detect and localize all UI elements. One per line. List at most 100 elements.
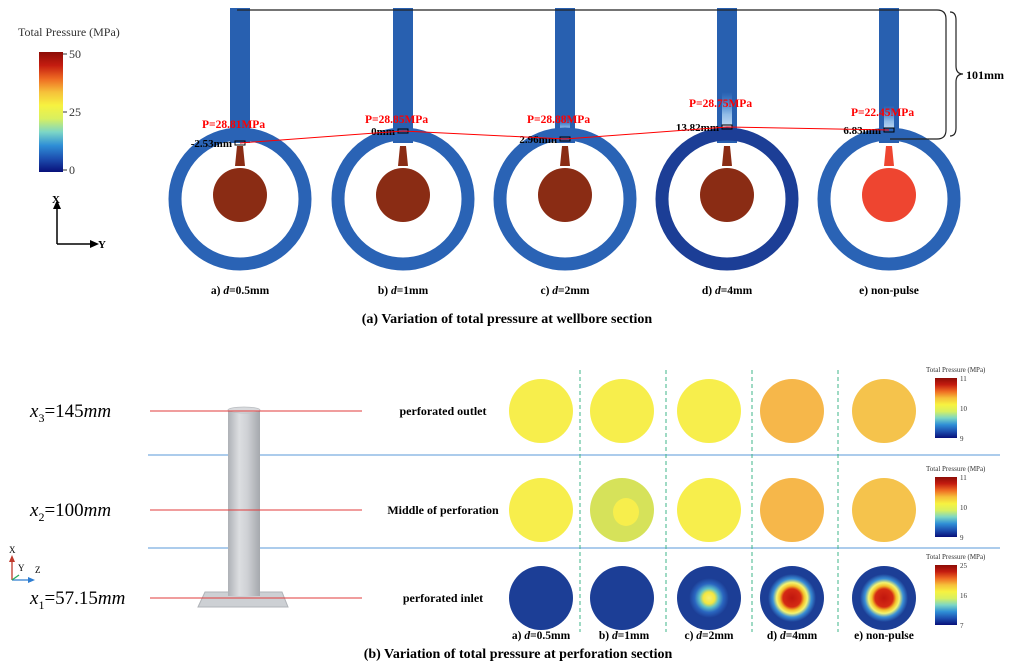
section-row: x1=57.15mm perforated inlet Total Pressure… <box>29 553 986 630</box>
legend-tick-max: 50 <box>69 47 81 61</box>
pressure-label: P=28.75MPa <box>689 98 752 110</box>
section-label: perforated inlet <box>403 591 483 605</box>
case-label: e) non-pulse <box>859 285 919 297</box>
caption-b: (b) Variation of total pressure at perfo… <box>364 647 673 662</box>
row-legend-colorbar <box>935 477 957 537</box>
case-label-b: a) d=0.5mm <box>512 630 571 642</box>
wellbore-case: P=28.75MPa 13.82mm d) d=4mm <box>655 8 799 297</box>
axis-triad-a: X Y <box>52 194 106 251</box>
axis-y-label: Y <box>98 239 106 251</box>
offset-label: 13.82mm <box>676 122 719 134</box>
perforation-channel <box>555 8 575 143</box>
wellbore <box>376 168 430 222</box>
section-position: x1=57.15mm <box>29 588 125 612</box>
case-label-b: e) non-pulse <box>854 630 914 642</box>
pressure-connector-line <box>239 126 890 144</box>
perforation-channel <box>230 8 250 143</box>
row-legend-title: Total Pressure (MPa) <box>926 366 986 374</box>
casing-ring <box>817 127 961 271</box>
panel-b-case-labels: a) d=0.5mm b) d=1mm c) d=2mm d) d=4mm e) non… <box>512 630 914 642</box>
row-legend-tick: 25 <box>960 562 968 570</box>
section-position: x2=100mm <box>29 500 111 524</box>
cross-section <box>852 478 916 542</box>
panel-a: Total Pressure (MPa) 50 25 0 X Y P=28.81… <box>18 8 1004 327</box>
row-legend-title: Total Pressure (MPa) <box>926 553 986 561</box>
pressure-label: P=28.85MPa <box>365 114 428 126</box>
perforation-tunnel <box>398 146 408 166</box>
case-label-b: b) d=1mm <box>599 630 650 642</box>
row-legend-tick: 11 <box>960 474 967 482</box>
perforation-tunnel <box>884 146 894 166</box>
case-label: b) d=1mm <box>378 285 429 297</box>
height-brace <box>949 11 964 137</box>
section-label: Middle of perforation <box>387 503 499 517</box>
row-legend-colorbar <box>935 565 957 625</box>
wellbore <box>538 168 592 222</box>
row-legend-colorbar <box>935 378 957 438</box>
cross-section <box>852 566 916 630</box>
cross-section <box>760 566 824 630</box>
cross-section <box>509 566 573 630</box>
wellbore <box>862 168 916 222</box>
axis-x-label-b: X <box>9 545 16 555</box>
case-label-b: c) d=2mm <box>684 630 733 642</box>
section-label: perforated outlet <box>400 404 487 418</box>
case-label: c) d=2mm <box>540 285 589 297</box>
wellbore-case: P=28.81MPa -2.53mm a) d=0.5mm <box>168 8 312 297</box>
column-dividers <box>579 370 839 632</box>
section-position: x3=145mm <box>29 401 111 425</box>
casing-ring <box>331 127 475 271</box>
perforation-cylinder <box>228 410 260 596</box>
caption-a: (a) Variation of total pressure at wellb… <box>362 312 653 327</box>
axis-triad-b: X Y Z <box>9 545 41 583</box>
axis-x-label: X <box>52 194 60 206</box>
wellbore <box>213 168 267 222</box>
case-label: a) d=0.5mm <box>211 285 270 297</box>
perforation-model <box>197 406 289 608</box>
legend-tick-mid: 25 <box>69 105 81 119</box>
legend-colorbar <box>39 52 63 172</box>
perforation-tunnel <box>722 146 732 166</box>
row-legend-tick: 10 <box>960 405 968 413</box>
perforation-tunnel <box>235 146 245 166</box>
casing-ring <box>493 127 637 271</box>
wellbore <box>700 168 754 222</box>
offset-label: 2.96mm <box>519 134 557 146</box>
perforation-tunnel <box>560 146 570 166</box>
pressure-label: P=28.81MPa <box>202 119 265 131</box>
case-label: d) d=4mm <box>702 285 753 297</box>
axis-z-label-b: Z <box>35 565 41 575</box>
case-label-b: d) d=4mm <box>767 630 818 642</box>
legend-tick-min: 0 <box>69 163 75 177</box>
row-legend-tick: 10 <box>960 504 968 512</box>
section-row: x3=145mm perforated outlet Total Pressure … <box>29 366 986 443</box>
cross-section <box>590 566 654 630</box>
flow-glow <box>884 105 894 137</box>
cross-section <box>677 566 741 630</box>
cross-section <box>760 478 824 542</box>
perforation-channel <box>393 8 413 143</box>
cross-section <box>760 379 824 443</box>
casing-ring <box>655 127 799 271</box>
cross-section <box>677 379 741 443</box>
offset-label: 6.83mm <box>843 125 881 137</box>
flow-glow <box>722 92 732 137</box>
cross-section <box>509 478 573 542</box>
offset-label: -2.53mm <box>191 138 232 150</box>
legend-title: Total Pressure (MPa) <box>18 25 120 39</box>
cross-section <box>509 379 573 443</box>
pressure-spot <box>613 498 639 526</box>
axis-y-label-b: Y <box>18 563 25 573</box>
cross-section <box>852 379 916 443</box>
row-legend-tick: 11 <box>960 375 967 383</box>
row-legend-tick: 7 <box>960 622 964 630</box>
cross-section <box>677 478 741 542</box>
